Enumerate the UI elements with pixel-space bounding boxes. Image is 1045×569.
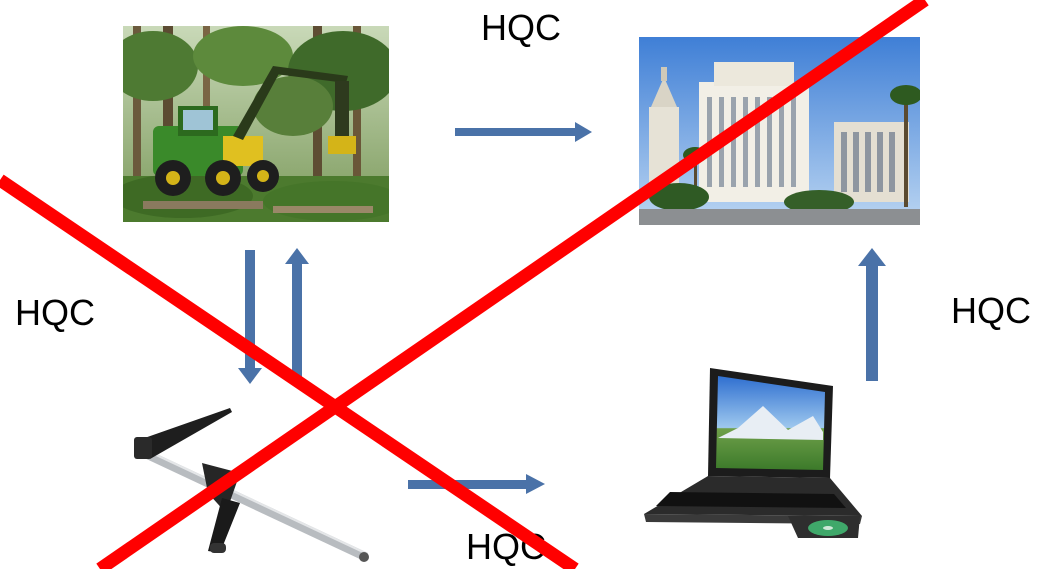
- cross-line-diagonal-down: [0, 174, 579, 569]
- arrow-down-left: [238, 250, 262, 384]
- label-right: HQC: [951, 290, 1031, 331]
- arrow-right-bottom: [408, 474, 545, 494]
- arrow-up-left: [285, 248, 309, 380]
- harvester-image: [123, 26, 389, 222]
- laptop-image: [638, 366, 868, 542]
- arrow-right-top: [455, 122, 592, 142]
- arrow-up-right: [858, 248, 886, 381]
- cross-line-diagonal-up: [96, 0, 929, 569]
- label-top: HQC: [481, 7, 561, 48]
- label-left: HQC: [15, 292, 95, 333]
- caliper-image: [130, 403, 380, 569]
